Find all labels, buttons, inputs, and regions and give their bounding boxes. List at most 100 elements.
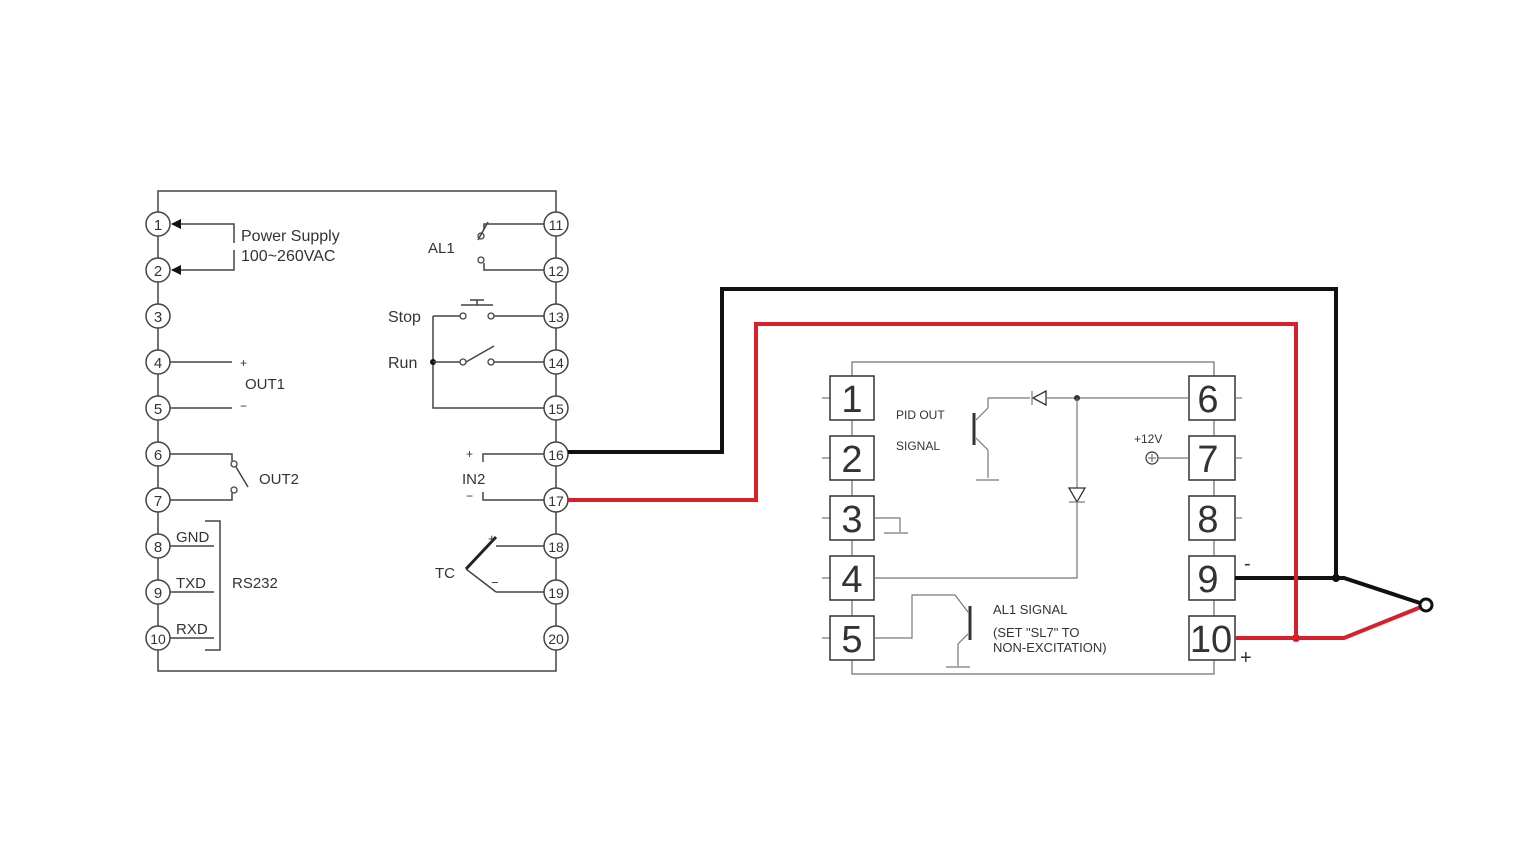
svg-text:1: 1 xyxy=(154,217,162,234)
module-pin-3: 3 xyxy=(822,495,875,541)
al1-relay: AL1 xyxy=(428,221,544,271)
terminal-18: 18 xyxy=(543,533,569,559)
module-pin-2: 2 xyxy=(822,435,875,481)
terminal-10: 10 xyxy=(145,625,171,651)
module-block: 1 2 3 4 5 6 7 8 9 10 PID OUT SIGNAL xyxy=(822,361,1252,675)
svg-text:4: 4 xyxy=(154,355,162,372)
svg-text:11: 11 xyxy=(549,217,564,233)
terminal-9: 9 xyxy=(145,579,171,605)
module-left-pins: 1 2 3 4 5 xyxy=(822,375,875,661)
svg-text:−: − xyxy=(240,399,247,413)
svg-text:5: 5 xyxy=(154,401,162,418)
terminal-1: 1 xyxy=(145,211,171,237)
svg-text:5: 5 xyxy=(841,619,862,661)
svg-text:14: 14 xyxy=(548,355,564,371)
al1-label: AL1 xyxy=(428,240,455,257)
stop-label: Stop xyxy=(388,309,421,326)
wire-junction xyxy=(1418,597,1434,613)
out1-wiring: + OUT1 − xyxy=(170,356,285,413)
svg-text:10: 10 xyxy=(150,631,166,647)
module-pin-8: 8 xyxy=(1188,495,1242,541)
terminal-4: 4 xyxy=(145,349,171,375)
terminal-5: 5 xyxy=(145,395,171,421)
out2-wiring: OUT2 xyxy=(170,453,299,501)
svg-text:16: 16 xyxy=(548,447,564,463)
svg-text:6: 6 xyxy=(1197,379,1218,421)
svg-text:9: 9 xyxy=(1197,559,1218,601)
tc-label: TC xyxy=(435,565,455,582)
pid-out-label: PID OUT xyxy=(896,408,945,422)
svg-text:+: + xyxy=(240,356,247,370)
power-range-label: 100~260VAC xyxy=(241,248,335,265)
svg-text:3: 3 xyxy=(841,499,862,541)
rs232-wiring: GND TXD RXD RS232 xyxy=(170,520,278,651)
power-supply-label: Power Supply xyxy=(241,228,340,245)
terminal-15: 15 xyxy=(543,395,569,421)
svg-text:12: 12 xyxy=(548,263,564,279)
terminal-11: 11 xyxy=(543,211,569,237)
terminal-8: 8 xyxy=(145,533,171,559)
svg-text:−: − xyxy=(491,575,499,590)
power-supply-wiring: Power Supply 100~260VAC xyxy=(171,219,340,275)
terminal-16: 16 xyxy=(543,441,569,467)
module-internal-circuit: PID OUT SIGNAL +12V xyxy=(874,389,1189,668)
module-pin-10: 10 xyxy=(1188,615,1236,661)
svg-text:+: + xyxy=(488,531,496,546)
svg-text:19: 19 xyxy=(548,585,564,601)
svg-text:10: 10 xyxy=(1190,619,1232,661)
note-line2: NON-EXCITATION) xyxy=(993,640,1107,655)
svg-text:15: 15 xyxy=(548,401,564,417)
al1-signal-label: AL1 SIGNAL xyxy=(993,602,1067,617)
black-wire xyxy=(568,287,1427,607)
svg-text:4: 4 xyxy=(841,559,862,601)
svg-text:2: 2 xyxy=(154,263,162,280)
svg-text:8: 8 xyxy=(1197,499,1218,541)
rxd-label: RXD xyxy=(176,621,208,638)
stop-run-switches: Stop Run xyxy=(388,299,544,409)
svg-text:3: 3 xyxy=(154,309,162,326)
run-label: Run xyxy=(388,355,417,372)
diode-icon xyxy=(1031,389,1047,407)
module-pin-1: 1 xyxy=(822,375,875,421)
terminal-13: 13 xyxy=(543,303,569,329)
terminal-12: 12 xyxy=(543,257,569,283)
svg-text:1: 1 xyxy=(841,379,862,421)
in2-label: IN2 xyxy=(462,471,485,488)
svg-text:−: − xyxy=(466,489,473,503)
svg-text:18: 18 xyxy=(548,539,564,555)
terminal-3: 3 xyxy=(145,303,171,329)
svg-text:6: 6 xyxy=(154,447,162,464)
txd-label: TXD xyxy=(176,575,206,592)
plus12v-label: +12V xyxy=(1134,432,1162,446)
controller-left-terminals: 1 2 3 4 5 6 7 8 9 10 xyxy=(145,211,171,651)
terminal-17: 17 xyxy=(543,487,569,513)
out2-label: OUT2 xyxy=(259,471,299,488)
thermocouple-input: + − TC xyxy=(435,531,544,593)
module-pin-9: 9 xyxy=(1188,555,1236,601)
terminal-20: 20 xyxy=(543,625,569,651)
svg-text:17: 17 xyxy=(548,493,564,509)
pin10-sign: + xyxy=(1240,647,1252,669)
module-right-pins: 6 7 8 9 10 xyxy=(1188,375,1242,661)
terminal-6: 6 xyxy=(145,441,171,467)
arrow-left-icon xyxy=(171,265,181,275)
svg-text:9: 9 xyxy=(154,585,162,602)
in2-input: + IN2 − xyxy=(462,447,544,503)
svg-text:8: 8 xyxy=(154,539,162,556)
svg-text:7: 7 xyxy=(154,493,162,510)
module-pin-6: 6 xyxy=(1188,375,1242,421)
controller-block: 1 2 3 4 5 6 7 8 9 10 11 12 13 14 15 16 1… xyxy=(145,190,569,672)
svg-text:20: 20 xyxy=(548,631,564,647)
out1-label: OUT1 xyxy=(245,376,285,393)
note-line1: (SET "SL7" TO xyxy=(993,625,1080,640)
gnd-label: GND xyxy=(176,529,210,546)
terminal-14: 14 xyxy=(543,349,569,375)
red-wire xyxy=(568,322,1427,642)
module-pin-5: 5 xyxy=(822,615,875,661)
terminal-2: 2 xyxy=(145,257,171,283)
diode-icon xyxy=(1067,487,1087,504)
svg-text:2: 2 xyxy=(841,439,862,481)
arrow-left-icon xyxy=(171,219,181,229)
module-pin-7: 7 xyxy=(1188,435,1242,481)
